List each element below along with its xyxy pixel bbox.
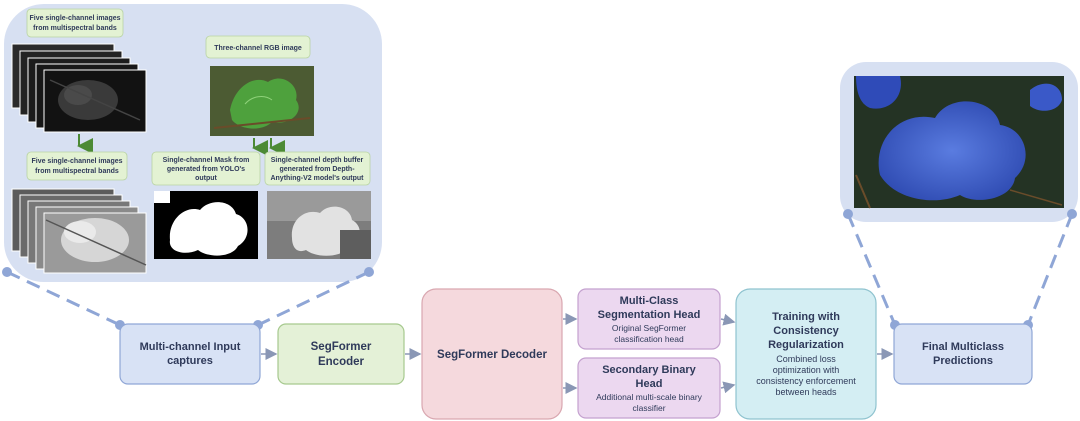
node-binary-head: Secondary Binary Head Additional multi-s…: [577, 357, 721, 419]
label-rgb-text: Three-channel RGB image: [214, 45, 302, 52]
label-depth-line3: Anything-V2 model's output: [270, 175, 364, 182]
training-title-line3: Regularization: [768, 339, 844, 351]
training-desc-line4: between heads: [775, 387, 837, 397]
node-decoder-text: SegFormer Decoder: [437, 349, 547, 361]
node-training: Training with Consistency Regularization…: [735, 288, 877, 420]
rgb-image: [210, 66, 314, 136]
arrow-multiclass-training: [720, 313, 736, 326]
multiclass-head-title-line1: Multi-Class: [620, 295, 679, 307]
training-title-line1: Training with: [772, 311, 840, 323]
node-encoder-line2: Encoder: [318, 356, 365, 368]
binary-head-desc-line2: classifier: [632, 403, 665, 413]
node-input-line1: Multi-channel Input: [140, 341, 241, 353]
label-mask-line2: generated from YOLO's: [167, 166, 245, 173]
arrow-binary-training: [720, 381, 736, 394]
label-multispectral-processed-line2: from multispectral bands: [35, 168, 119, 175]
training-desc-line1: Combined loss: [776, 354, 836, 364]
label-multispectral-processed: Five single-channel images from multispe…: [26, 151, 128, 181]
multiclass-head-desc-line1: Original SegFormer: [612, 323, 686, 333]
multispectral-processed-stack: [11, 188, 147, 274]
node-encoder: SegFormer Encoder: [277, 323, 405, 385]
label-depth-line2: generated from Depth-: [279, 166, 355, 173]
depth-image: [267, 191, 371, 259]
multispectral-raw-stack: [11, 43, 147, 133]
node-output-line2: Predictions: [933, 355, 993, 367]
multiclass-head-title-line2: Segmentation Head: [598, 309, 701, 321]
node-output: Final Multiclass Predictions: [893, 323, 1033, 385]
binary-head-desc-line1: Additional multi-scale binary: [596, 392, 703, 402]
label-mask: Single-channel Mask from generated from …: [151, 151, 261, 186]
training-desc-line3: consistency enforcement: [756, 376, 856, 386]
input-panel: Five single-channel images from multispe…: [4, 4, 382, 282]
training-title-line2: Consistency: [773, 325, 839, 337]
mask-image: [154, 191, 258, 259]
label-depth-line1: Single-channel depth buffer: [271, 157, 364, 164]
node-input: Multi-channel Input captures: [119, 323, 261, 385]
label-mask-line3: output: [195, 175, 217, 182]
training-desc-line2: optimization with: [773, 365, 840, 375]
label-depth: Single-channel depth buffer generated fr…: [264, 151, 371, 186]
node-input-line2: captures: [167, 355, 213, 367]
label-multispectral-raw-line2: from multispectral bands: [33, 25, 117, 32]
node-multiclass-head: Multi-Class Segmentation Head Original S…: [577, 288, 721, 350]
binary-head-title-line1: Secondary Binary: [602, 364, 696, 376]
pipeline-arrows: [261, 313, 894, 394]
label-multispectral-raw-line1: Five single-channel images: [29, 15, 120, 22]
label-rgb: Three-channel RGB image: [205, 35, 311, 59]
label-multispectral-raw: Five single-channel images from multispe…: [26, 8, 124, 38]
label-mask-line1: Single-channel Mask from: [163, 157, 250, 164]
binary-head-title-line2: Head: [636, 378, 663, 390]
node-output-line1: Final Multiclass: [922, 341, 1004, 353]
label-multispectral-processed-line1: Five single-channel images: [31, 158, 122, 165]
multiclass-head-desc-line2: classification head: [614, 334, 684, 344]
output-panel: [840, 62, 1078, 222]
node-decoder: SegFormer Decoder: [421, 288, 563, 420]
node-encoder-line1: SegFormer: [311, 341, 372, 353]
